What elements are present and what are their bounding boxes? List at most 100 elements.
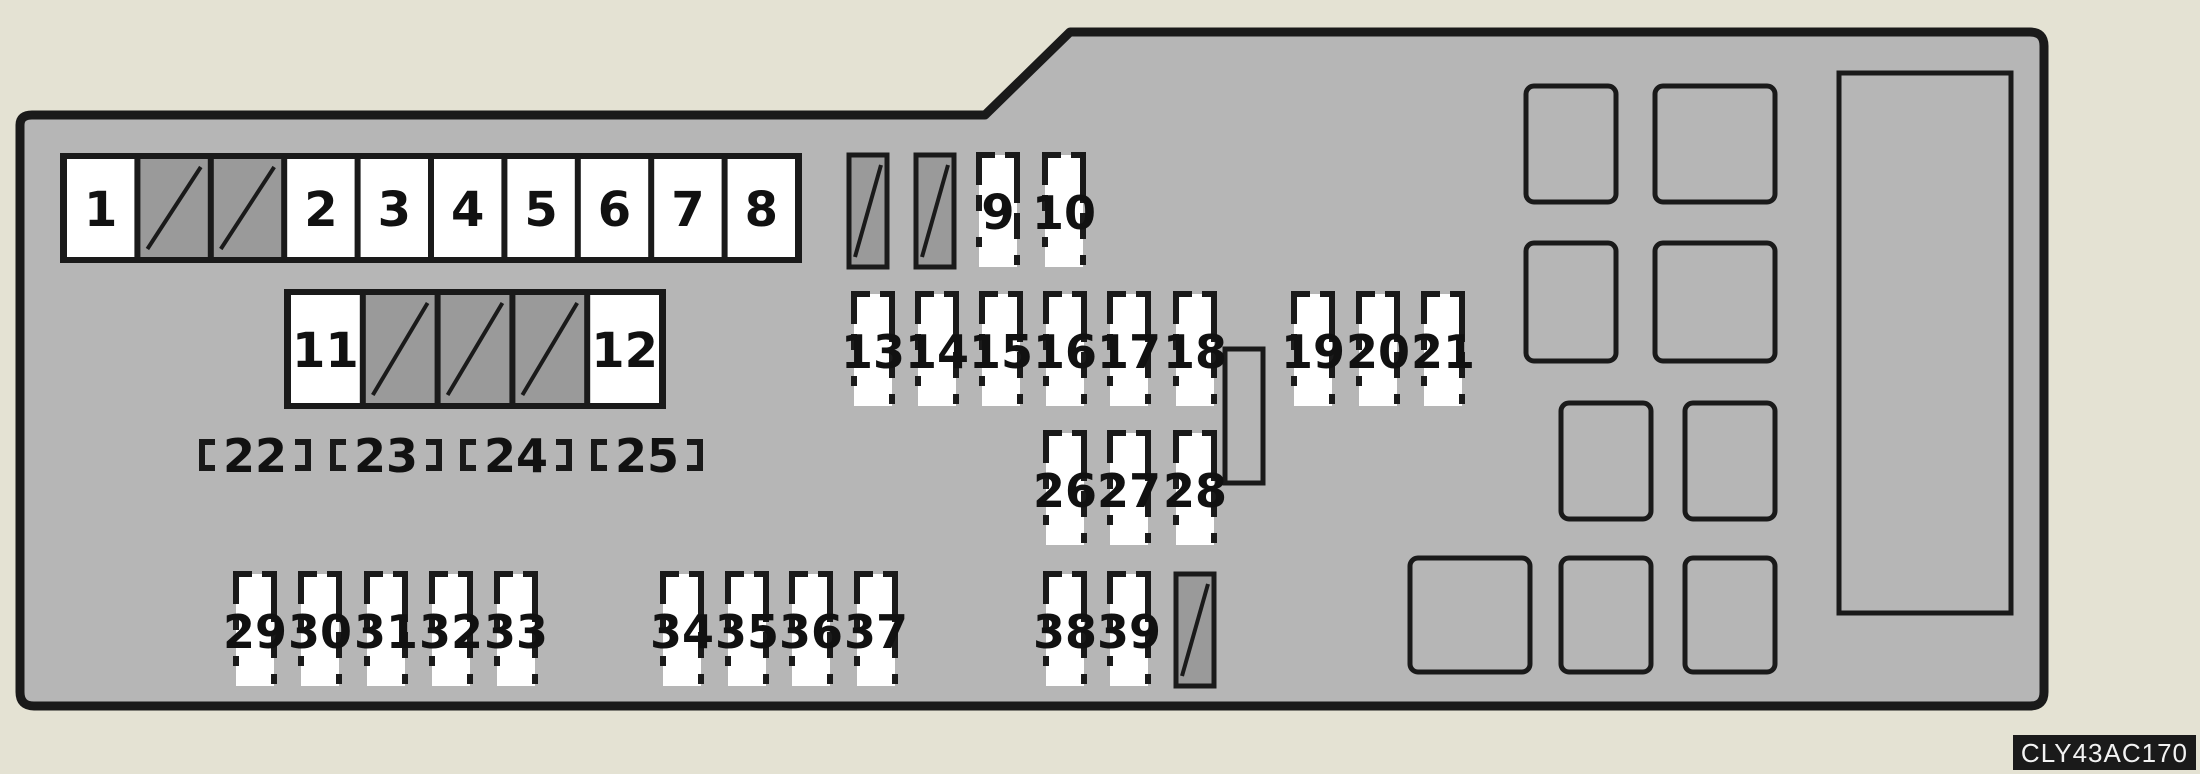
blank-slash [520,301,579,397]
right-bracket [295,439,311,471]
fuse-28-outline [1173,430,1217,548]
fuse-27-label: 27 [1097,464,1161,518]
fuse-26-outline [1043,430,1087,548]
fuse-15-label: 15 [969,325,1033,379]
fuse-5-cell [507,159,575,257]
fuse-21-outline [1421,291,1465,409]
fuse-28-label: 28 [1163,464,1227,518]
fuse-12-cell [590,295,659,403]
fuse-16: 16 [1033,291,1097,409]
fuse-25: 25 [591,429,703,483]
fuse-4-label: 4 [451,182,484,238]
fuse-2-cell [287,159,355,257]
fuse-39-label: 39 [1097,605,1161,659]
fuse-38-label: 38 [1033,605,1097,659]
fuse-14: 14 [905,291,969,409]
fuse-11-cell [291,295,360,403]
relay-box [1523,240,1619,364]
blank-slash [853,164,883,258]
fuse-34: 34 [650,571,714,689]
fuse-29-label: 29 [223,605,287,659]
right-bracket [687,439,703,471]
fuse-31-outline [364,571,408,689]
fuse-29: 29 [223,571,287,689]
fuse-35-label: 35 [715,605,779,659]
fuse-27: 27 [1097,430,1161,548]
fuse-10: 10 [1032,152,1096,270]
fuse-32: 32 [419,571,483,689]
fuse-2-label: 2 [304,182,337,238]
fuse-31: 31 [354,571,418,689]
fuse-37: 37 [844,571,908,689]
fuse-10-outline [1042,152,1086,270]
fuse-1-label: 1 [84,182,117,238]
fuse-17-label: 17 [1097,325,1161,379]
relay-box [1652,83,1778,205]
fuse-24-label: 24 [484,429,548,483]
fuse-37-outline [854,571,898,689]
relay-box [1682,400,1778,522]
fuse-36: 36 [779,571,843,689]
fuse-17: 17 [1097,291,1161,409]
fuse-20-outline [1356,291,1400,409]
fuse-11-label: 11 [292,323,359,379]
fuse-26-label: 26 [1033,464,1097,518]
fuse-13-outline [851,291,895,409]
fuse-29-outline [233,571,277,689]
fuse-13-label: 13 [841,325,905,379]
fuse-9: 9 [976,152,1020,270]
fuse-7-cell [654,159,722,257]
figure-code: CLY43AC170 [2012,735,2196,770]
fuse-33-outline [494,571,538,689]
fuse-6-cell [580,159,649,257]
fuse-16-outline [1043,291,1087,409]
fuse-14-outline [915,291,959,409]
fuse-34-label: 34 [650,605,714,659]
fuse-4-cell [434,159,502,257]
fuse-17-outline [1107,291,1151,409]
fuse-31-label: 31 [354,605,418,659]
large-relay-box [1836,70,2014,616]
fuse-33-label: 33 [484,605,548,659]
fuse-28: 28 [1163,430,1227,548]
right-bracket [426,439,442,471]
fuse-10-label: 10 [1032,186,1096,240]
relay-box [1558,400,1654,522]
blank-slash [371,301,430,397]
fuse-5-label: 5 [524,182,557,238]
fuse-22-label: 22 [223,429,287,483]
fuse-21-label: 21 [1411,325,1475,379]
blank-slash [145,165,203,251]
fuse-27-outline [1107,430,1151,548]
relay-box [1652,240,1778,364]
fuse-3-label: 3 [378,182,411,238]
left-bracket [591,439,607,471]
relay-box [1682,555,1778,675]
fuse-20-label: 20 [1346,325,1410,379]
blank-slot-group [846,152,1217,689]
fuse-18-label: 18 [1163,325,1227,379]
fuse-36-label: 36 [779,605,843,659]
fuse-19: 19 [1281,291,1345,409]
fuse-3-cell [360,159,428,257]
fuse-32-outline [429,571,473,689]
fuse-16-label: 16 [1033,325,1097,379]
fuse-32-label: 32 [419,605,483,659]
fuse-14-label: 14 [905,325,969,379]
relay-box [1558,555,1654,675]
blank-slash [445,301,505,397]
fuse-9-label: 9 [981,185,1014,241]
fuse-8-label: 8 [745,182,778,238]
blank-slash [920,164,950,258]
left-bracket [460,439,476,471]
fuse-18-outline [1173,291,1217,409]
left-bracket [330,439,346,471]
fuse-23: 23 [330,429,442,483]
relay-box [1523,83,1619,205]
fuse-35: 35 [715,571,779,689]
fuse-9-outline [976,152,1020,270]
fuse-26: 26 [1033,430,1097,548]
